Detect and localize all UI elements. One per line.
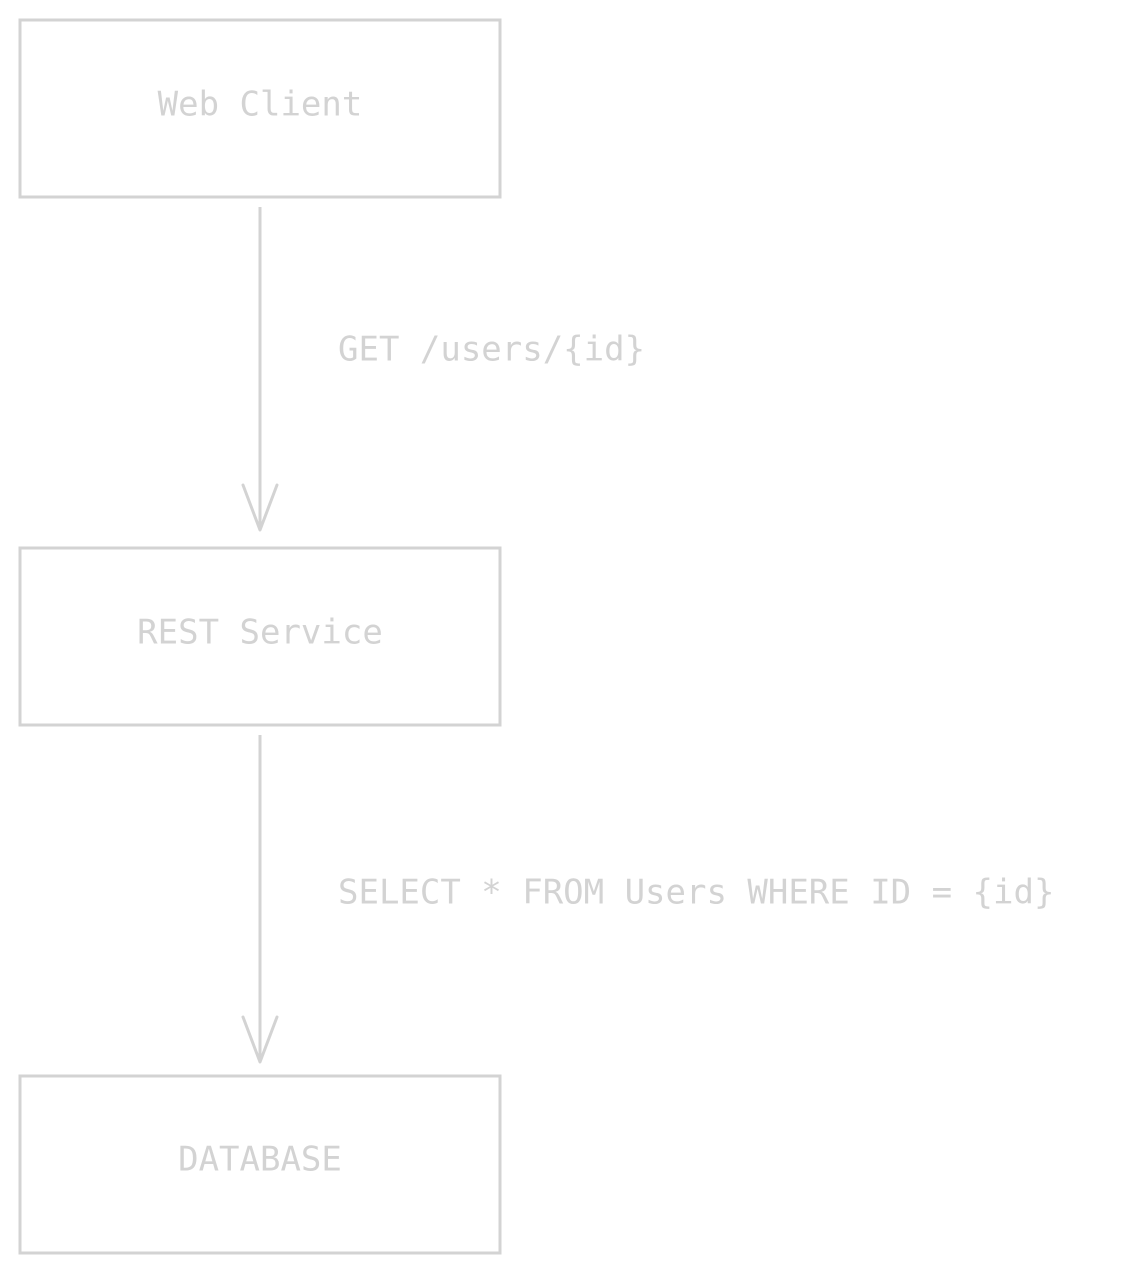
node-database-label: DATABASE bbox=[178, 1140, 342, 1180]
node-rest-service: REST Service bbox=[18, 546, 502, 727]
node-rest-service-box bbox=[18, 546, 502, 727]
node-web-client-label: Web Client bbox=[158, 85, 363, 125]
node-rest-service-label: REST Service bbox=[137, 613, 383, 653]
node-database: DATABASE bbox=[18, 1074, 502, 1255]
arrow-down-icon bbox=[241, 1015, 279, 1064]
node-web-client: Web Client bbox=[18, 18, 502, 199]
edge-client-to-service-label: GET /users/{id} bbox=[338, 330, 645, 370]
edge-service-to-database-label: SELECT * FROM Users WHERE ID = {id} bbox=[338, 873, 1054, 913]
node-web-client-box bbox=[18, 18, 502, 199]
edge-service-to-database: SELECT * FROM Users WHERE ID = {id} bbox=[241, 735, 1054, 1064]
edge-client-to-service: GET /users/{id} bbox=[241, 207, 645, 532]
arrow-down-icon bbox=[241, 483, 279, 532]
node-database-box bbox=[18, 1074, 502, 1255]
